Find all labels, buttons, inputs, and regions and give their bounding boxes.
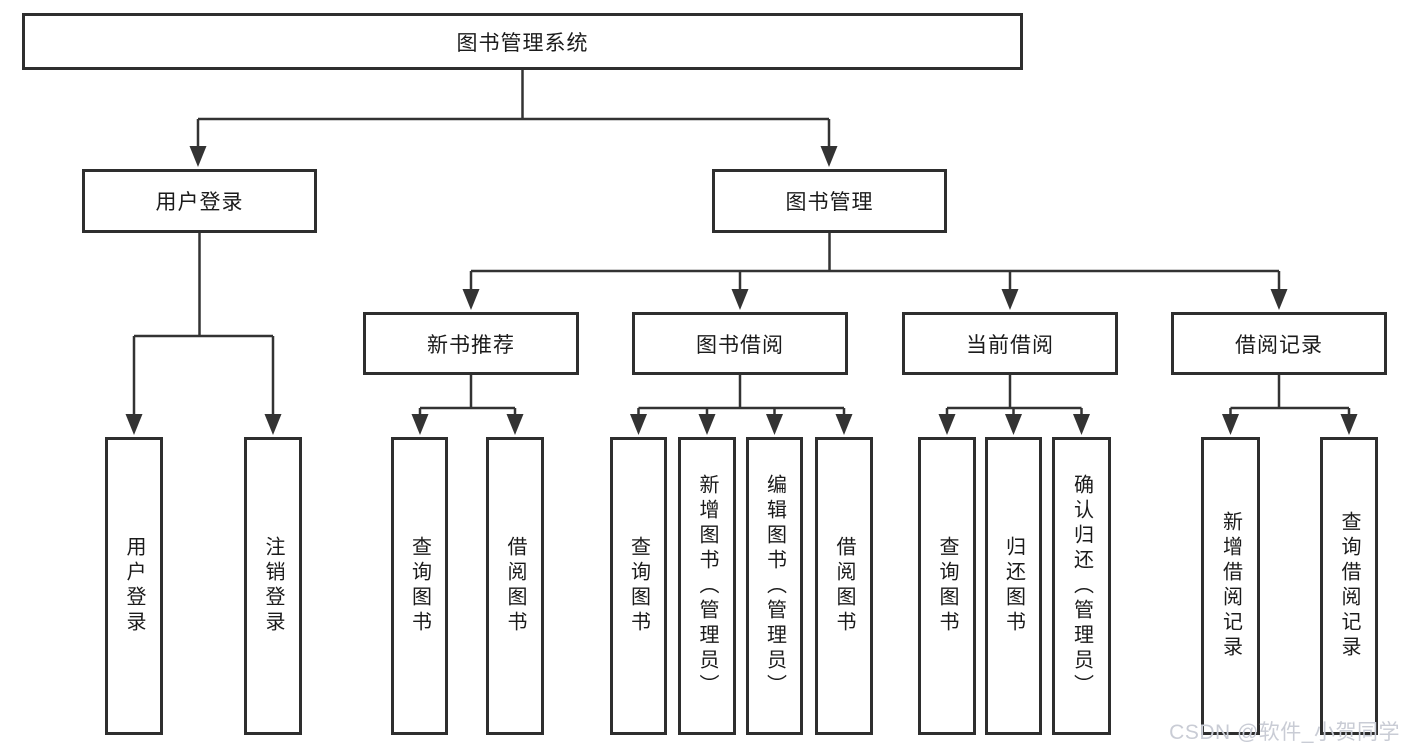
- leaf-edit-book-admin: 编辑图书（管理员）: [746, 437, 803, 735]
- down-arrowhead: [766, 414, 783, 435]
- leaf-user-login: 用户登录: [105, 437, 163, 735]
- down-arrowhead: [189, 146, 207, 167]
- leaf-return-books: 归还图书: [985, 437, 1042, 735]
- down-arrowhead: [731, 289, 749, 310]
- connector-userlogin-to-leaves: [132, 233, 275, 418]
- node-current-borrowing: 当前借阅: [902, 312, 1118, 375]
- node-new-book-recommend: 新书推荐: [363, 312, 579, 375]
- down-arrowhead: [938, 414, 956, 435]
- node-borrowing-records: 借阅记录: [1171, 312, 1387, 375]
- down-arrowhead: [1340, 414, 1358, 435]
- node-user-login: 用户登录: [82, 169, 317, 233]
- down-arrowhead: [264, 414, 282, 435]
- connector-bookmgmt-to-level3: [469, 233, 1281, 293]
- down-arrowhead: [462, 289, 480, 310]
- leaf-borrow-books-recommend: 借阅图书: [486, 437, 544, 735]
- connector-borrow-to-leaves: [637, 375, 846, 418]
- leaf-add-borrow-record: 新增借阅记录: [1201, 437, 1260, 735]
- leaf-confirm-return-admin: 确认归还（管理员）: [1052, 437, 1111, 735]
- down-arrowhead: [698, 414, 716, 435]
- connector-newbook-to-leaves: [418, 375, 517, 418]
- leaf-logout: 注销登录: [244, 437, 302, 735]
- down-arrowhead: [1001, 289, 1019, 310]
- down-arrowhead: [820, 146, 838, 167]
- down-arrowhead: [1005, 414, 1022, 435]
- leaf-query-books-current: 查询图书: [918, 437, 976, 735]
- down-arrowhead: [506, 414, 524, 435]
- connector-records-to-leaves: [1229, 375, 1351, 418]
- connector-current-to-leaves: [945, 375, 1083, 418]
- down-arrowhead: [630, 414, 647, 435]
- down-arrowhead: [1073, 414, 1090, 435]
- leaf-borrow-books: 借阅图书: [815, 437, 873, 735]
- down-arrowhead: [1270, 289, 1288, 310]
- arrowheads: [125, 146, 1358, 435]
- down-arrowhead: [835, 414, 853, 435]
- node-book-management: 图书管理: [712, 169, 947, 233]
- leaf-query-borrow-record: 查询借阅记录: [1320, 437, 1378, 735]
- node-book-borrowing: 图书借阅: [632, 312, 848, 375]
- leaf-add-book-admin: 新增图书（管理员）: [678, 437, 736, 735]
- down-arrowhead: [411, 414, 429, 435]
- watermark: CSDN @软件_小贺同学: [1169, 721, 1400, 744]
- leaf-query-books-borrowing: 查询图书: [610, 437, 667, 735]
- connector-root-to-level2: [196, 70, 831, 150]
- down-arrowhead: [1222, 414, 1239, 435]
- down-arrowhead: [125, 414, 143, 435]
- leaf-query-books-recommend: 查询图书: [391, 437, 448, 735]
- node-root: 图书管理系统: [22, 13, 1023, 70]
